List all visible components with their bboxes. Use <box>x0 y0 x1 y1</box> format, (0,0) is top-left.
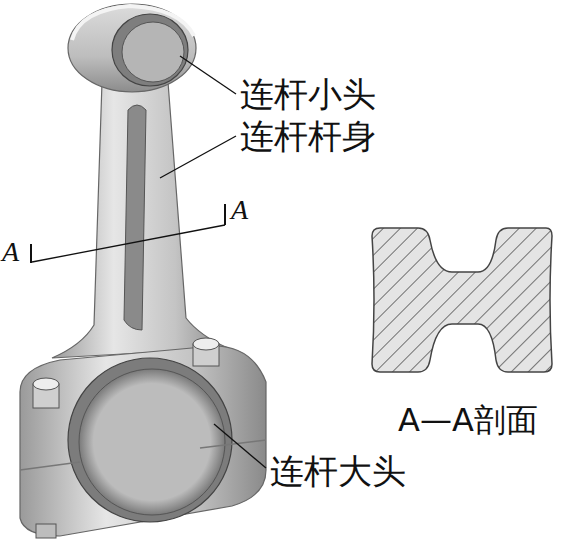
part-label: 连杆杆身 <box>240 119 376 153</box>
part-label: A—A剖面 <box>398 404 538 436</box>
part-label: 连杆大头 <box>270 454 406 488</box>
i-beam-section <box>372 228 552 372</box>
part-label: A <box>231 196 248 224</box>
part-label: 连杆小头 <box>240 77 376 111</box>
part-label: A <box>2 238 19 266</box>
